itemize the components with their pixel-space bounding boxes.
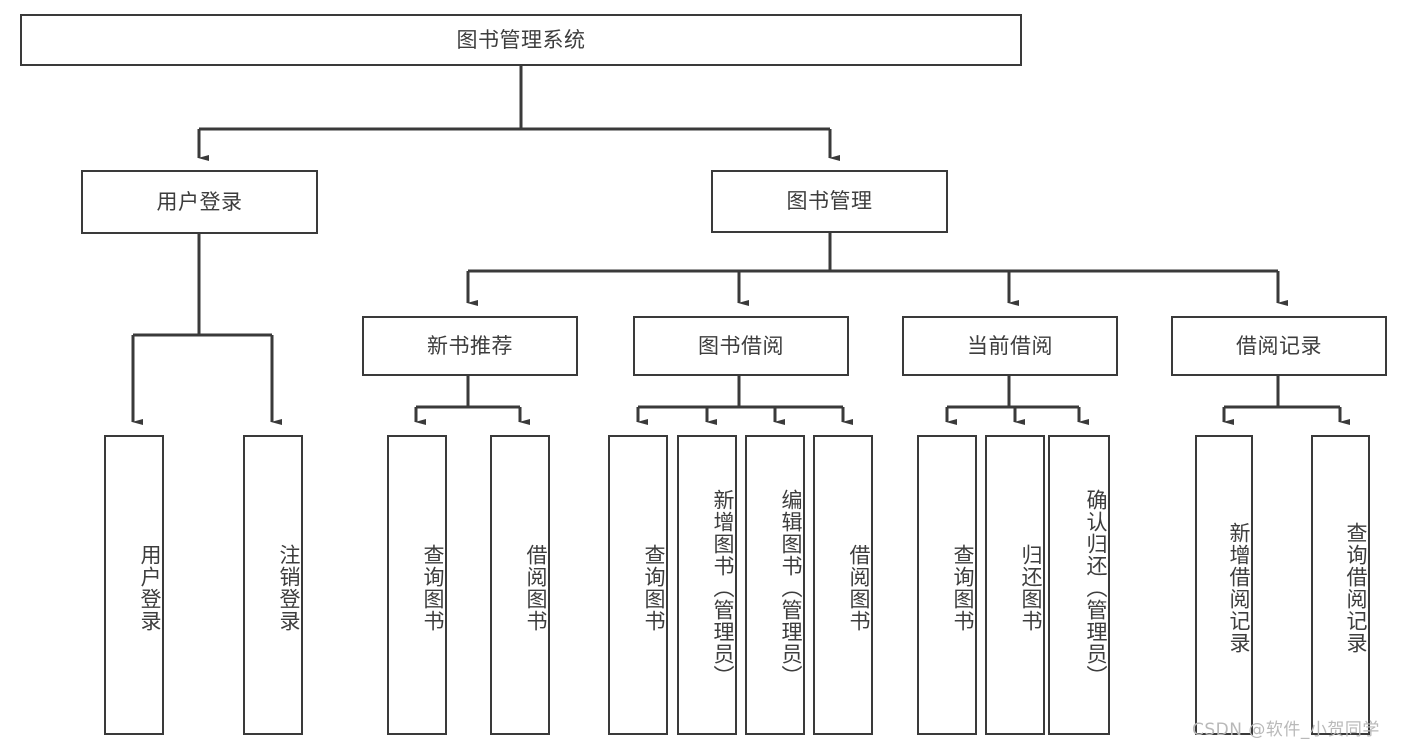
node-book-borrow[interactable]: 图书借阅 [633, 316, 849, 376]
leaf-current-borrow-confirm-return[interactable]: 确认归还（管理员） [1048, 435, 1110, 735]
node-borrow-record[interactable]: 借阅记录 [1171, 316, 1387, 376]
leaf-label: 借阅图书 [847, 544, 871, 632]
leaf-label: 编辑图书（管理员） [779, 489, 803, 687]
leaf-label: 确认归还（管理员） [1084, 489, 1108, 687]
leaf-label: 查询借阅记录 [1344, 522, 1368, 654]
leaf-label: 查询图书 [951, 544, 975, 632]
leaf-new-book-query[interactable]: 查询图书 [387, 435, 447, 735]
csdn-watermark: CSDN @软件_小贺同学 [1192, 720, 1380, 740]
leaf-label: 新增借阅记录 [1227, 522, 1251, 654]
leaf-user-login-signin[interactable]: 用户登录 [104, 435, 164, 735]
leaf-label: 新增图书（管理员） [711, 489, 735, 687]
leaf-label: 归还图书 [1019, 544, 1043, 632]
leaf-current-borrow-query[interactable]: 查询图书 [917, 435, 977, 735]
leaf-book-borrow-add[interactable]: 新增图书（管理员） [677, 435, 737, 735]
leaf-user-login-signout[interactable]: 注销登录 [243, 435, 303, 735]
leaf-label: 借阅图书 [524, 544, 548, 632]
leaf-new-book-borrow[interactable]: 借阅图书 [490, 435, 550, 735]
node-current-borrow[interactable]: 当前借阅 [902, 316, 1118, 376]
leaf-book-borrow-lend[interactable]: 借阅图书 [813, 435, 873, 735]
node-root-system[interactable]: 图书管理系统 [20, 14, 1022, 66]
leaf-book-borrow-edit[interactable]: 编辑图书（管理员） [745, 435, 805, 735]
leaf-label: 用户登录 [138, 544, 162, 632]
node-user-login[interactable]: 用户登录 [81, 170, 318, 234]
leaf-label: 查询图书 [642, 544, 666, 632]
leaf-book-borrow-query[interactable]: 查询图书 [608, 435, 668, 735]
leaf-borrow-record-add[interactable]: 新增借阅记录 [1195, 435, 1253, 735]
node-new-book-recommend[interactable]: 新书推荐 [362, 316, 578, 376]
leaf-current-borrow-return[interactable]: 归还图书 [985, 435, 1045, 735]
leaf-label: 查询图书 [421, 544, 445, 632]
leaf-borrow-record-query[interactable]: 查询借阅记录 [1311, 435, 1370, 735]
leaf-label: 注销登录 [277, 544, 301, 632]
node-book-management[interactable]: 图书管理 [711, 170, 948, 233]
